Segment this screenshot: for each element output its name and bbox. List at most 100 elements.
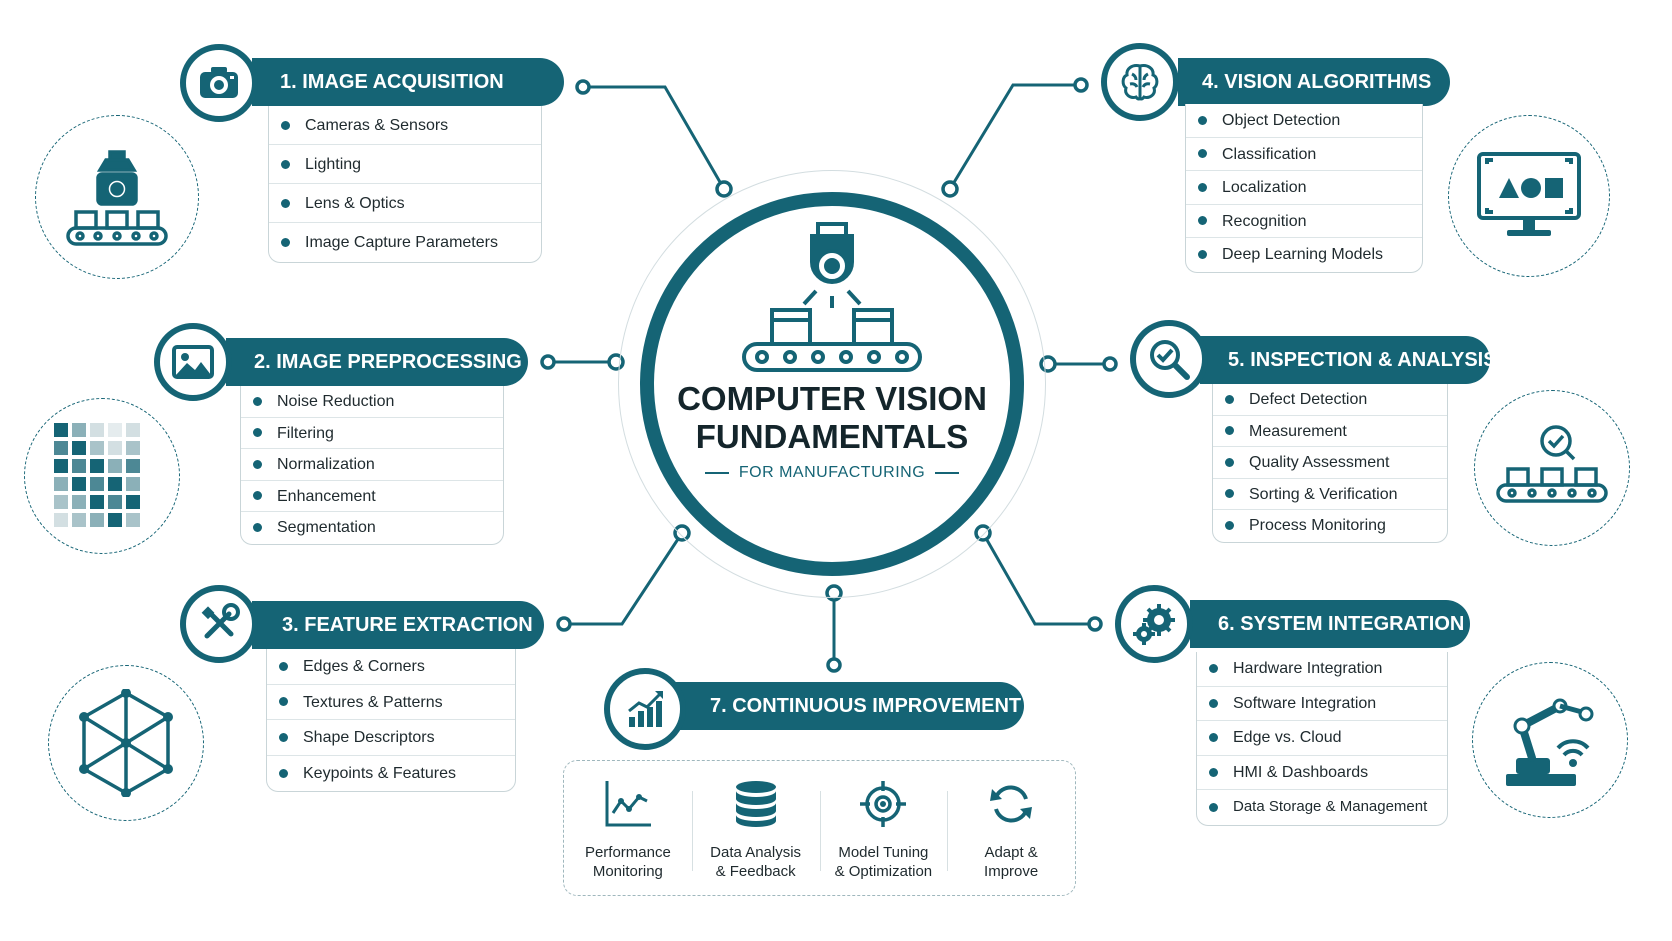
section-3-illustration [48, 665, 204, 821]
section-4-header: 4. VISION ALGORITHMS [1178, 58, 1450, 106]
list-item: Cameras & Sensors [269, 106, 541, 145]
conveyor-camera-icon [742, 222, 922, 372]
section-3-title: 3. FEATURE EXTRACTION [282, 614, 533, 636]
section-5-title: 5. INSPECTION & ANALYSIS [1228, 349, 1497, 371]
section-5-list: Defect Detection Measurement Quality Ass… [1212, 384, 1448, 543]
section-3-header: 3. FEATURE EXTRACTION [252, 601, 544, 649]
section-6-list: Hardware Integration Software Integratio… [1196, 652, 1448, 826]
list-item: Edges & Corners [267, 649, 515, 685]
center-title-line1: COMPUTER VISION [677, 380, 987, 417]
list-item: Hardware Integration [1197, 652, 1447, 687]
section-1-header: 1. IMAGE ACQUISITION [252, 58, 564, 106]
section-3-list: Edges & Corners Textures & Patterns Shap… [266, 649, 516, 792]
section-6-icon-circle [1115, 585, 1193, 663]
crosshair-icon [860, 781, 907, 827]
list-item: Lens & Optics [269, 184, 541, 223]
list-item: Textures & Patterns [267, 685, 515, 720]
gears-icon [1133, 604, 1175, 645]
line-chart-icon [605, 781, 651, 827]
section-4-icon-circle [1101, 43, 1179, 121]
ci-step-label: Data Analysis & Feedback [710, 843, 801, 881]
section-2-title: 2. IMAGE PREPROCESSING [254, 351, 522, 373]
ci-label-line1: Adapt & [984, 844, 1038, 861]
list-item: Defect Detection [1213, 384, 1447, 416]
list-item: Filtering [241, 418, 503, 449]
list-item: Object Detection [1186, 104, 1422, 138]
ci-step-data-analysis: Data Analysis & Feedback [691, 761, 820, 895]
list-item: Sorting & Verification [1213, 479, 1447, 510]
section-6-illustration [1472, 662, 1628, 818]
monitor-shapes-icon [1477, 152, 1581, 236]
section-2-illustration [24, 398, 180, 554]
list-item: Image Capture Parameters [269, 223, 541, 262]
list-item: Enhancement [241, 481, 503, 512]
section-1-illustration [35, 115, 199, 279]
magnifier-check-icon [1150, 340, 1190, 380]
brain-icon [1121, 64, 1159, 101]
list-item: Noise Reduction [241, 386, 503, 418]
tools-icon [201, 603, 240, 639]
ci-step-adapt: Adapt & Improve [947, 761, 1075, 895]
list-item: Segmentation [241, 512, 503, 544]
list-item: Lighting [269, 145, 541, 184]
image-icon [172, 345, 214, 379]
camera-conveyor-icon [66, 150, 168, 246]
ci-label-line1: Model Tuning [838, 844, 929, 861]
section-7-title: 7. CONTINUOUS IMPROVEMENT [710, 695, 1022, 717]
list-item: Recognition [1186, 205, 1422, 238]
ci-label-line2: Improve [984, 863, 1039, 880]
section-1-icon-circle [180, 44, 258, 122]
center-subtitle-row: FOR MANUFACTURING [704, 464, 960, 482]
ci-step-model-tuning: Model Tuning & Optimization [819, 761, 948, 895]
section-4-illustration [1448, 115, 1610, 277]
section-7-header: 7. CONTINUOUS IMPROVEMENT [648, 682, 1024, 730]
ci-label-line2: & Feedback [715, 863, 796, 880]
ci-step-label: Model Tuning & Optimization [835, 843, 933, 881]
database-icon [735, 781, 776, 827]
section-6-title: 6. SYSTEM INTEGRATION [1218, 613, 1465, 635]
section-4-list: Object Detection Classification Localiza… [1185, 104, 1423, 273]
refresh-icon [990, 785, 1033, 823]
section-2-header: 2. IMAGE PREPROCESSING [226, 338, 528, 386]
ci-label-line1: Performance [584, 844, 671, 861]
list-item: Software Integration [1197, 687, 1447, 721]
hexagon-network-icon [79, 689, 173, 797]
inspection-conveyor-icon [1496, 425, 1608, 503]
ci-label-line2: & Optimization [834, 863, 933, 880]
list-item: Measurement [1213, 416, 1447, 447]
list-item: HMI & Dashboards [1197, 756, 1447, 790]
list-item: Keypoints & Features [267, 756, 515, 792]
list-item: Data Storage & Management [1197, 790, 1447, 825]
list-item: Localization [1186, 171, 1422, 205]
ci-label-line1: Data Analysis [710, 844, 802, 861]
list-item: Deep Learning Models [1186, 238, 1422, 272]
center-halo [618, 170, 1046, 598]
list-item: Classification [1186, 138, 1422, 171]
pixel-grid-icon [54, 423, 140, 527]
section-4-title: 4. VISION ALGORITHMS [1202, 71, 1432, 93]
list-item: Shape Descriptors [267, 720, 515, 756]
section-5-illustration [1474, 390, 1630, 546]
section-1-title: 1. IMAGE ACQUISITION [280, 71, 504, 93]
section-5-icon-circle [1130, 320, 1208, 398]
divider [935, 472, 960, 474]
list-item: Process Monitoring [1213, 510, 1447, 542]
ci-label-line2: Monitoring [592, 863, 663, 880]
list-item: Quality Assessment [1213, 447, 1447, 479]
section-5-header: 5. INSPECTION & ANALYSIS [1200, 336, 1497, 384]
section-6-header: 6. SYSTEM INTEGRATION [1190, 600, 1470, 648]
section-7-icon-circle [604, 668, 686, 750]
center-title-line2: FUNDAMENTALS [695, 418, 969, 455]
list-item: Normalization [241, 449, 503, 481]
ci-step-label: Adapt & Improve [984, 843, 1038, 881]
list-item: Edge vs. Cloud [1197, 721, 1447, 756]
divider [704, 472, 729, 474]
growth-chart-icon [628, 691, 663, 727]
section-1-list: Cameras & Sensors Lighting Lens & Optics… [268, 106, 542, 263]
camera-icon [200, 67, 238, 98]
section-2-icon-circle [154, 323, 232, 401]
robot-arm-wifi-icon [1506, 698, 1594, 786]
